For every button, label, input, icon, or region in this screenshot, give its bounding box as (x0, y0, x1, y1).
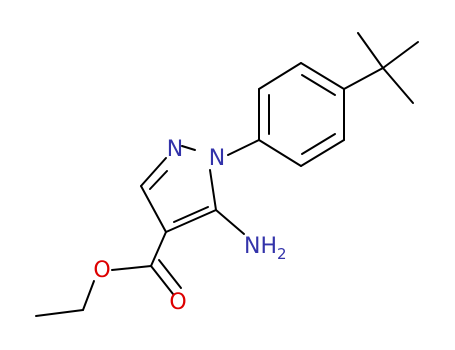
c5-nh2-bond (215, 209, 245, 235)
tbutyl-ring-bond (343, 67, 384, 90)
c5-n1-bond (209, 169, 217, 211)
ring-bond-2 (258, 62, 302, 90)
n1-n2-bond (181, 145, 196, 151)
atom-carbonyl-oxygen-label: O (169, 290, 186, 315)
amino-subscript: 2 (277, 245, 287, 263)
c4-c5-bond-inner (173, 206, 209, 223)
atom-n1-label: N (209, 146, 225, 171)
ring-bond-1-inner (301, 74, 336, 96)
carbonyl-double-bond-a (150, 265, 174, 295)
carbonyl-ester-o-bond (111, 265, 152, 271)
atom-labels: N N NH2 O O (93, 137, 286, 315)
tbutyl-methyl-bond-right (382, 41, 419, 69)
carbonyl-double-bond-b (158, 259, 182, 289)
atom-n2-label: N (167, 137, 183, 162)
c3-c4-bond (140, 185, 167, 233)
c4-c5-bond (165, 209, 217, 233)
amino-nh-label: NH (244, 234, 277, 259)
amino-group-label: NH2 (244, 234, 287, 263)
ring-bond-5 (300, 139, 345, 167)
ester-o-ch2-bond (82, 280, 95, 311)
c4-carbonyl-bond (150, 231, 167, 267)
ring-bond-5-inner (301, 133, 336, 155)
aryl-n1-bond (227, 139, 260, 156)
n2-c3-bond (140, 157, 167, 187)
tbutyl-methyl-bond-top (357, 32, 384, 69)
tbutyl-methyl-bond-bottom (382, 67, 414, 104)
ethyl-bond (35, 309, 84, 317)
atom-ester-oxygen-label: O (93, 258, 110, 283)
bonds (35, 32, 419, 317)
ring-bond-1 (300, 62, 345, 90)
n2-c3-bond-inner (149, 170, 168, 190)
ring-bond-4 (258, 139, 302, 167)
